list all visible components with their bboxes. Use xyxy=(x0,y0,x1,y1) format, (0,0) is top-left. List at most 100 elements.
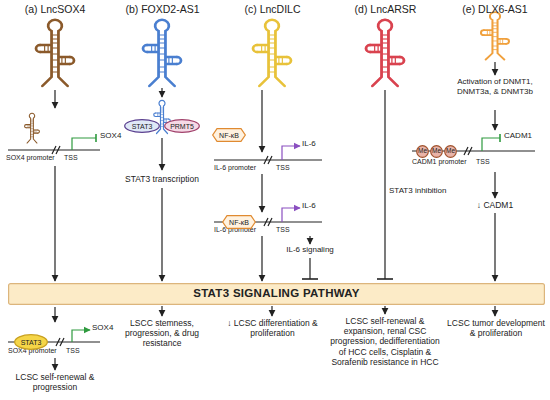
annotation: SOX4 promoter xyxy=(6,154,66,162)
node-text: STAT3 SIGNALING PATHWAY xyxy=(193,288,360,300)
annotation: CADM1 xyxy=(504,131,544,141)
arrow xyxy=(161,138,162,170)
break-mark xyxy=(264,218,272,226)
arrow xyxy=(54,307,55,322)
annotation: SOX4 xyxy=(92,323,122,333)
node-text: Me xyxy=(418,148,427,155)
annotation: TSS xyxy=(276,226,298,234)
protein-blob-shape xyxy=(15,335,48,350)
tss-bent-arrow xyxy=(282,208,300,222)
break-mark xyxy=(56,338,64,346)
lncrna-structure xyxy=(366,20,404,86)
panel-title: (c) LncDILC xyxy=(220,3,325,16)
inhibition-bar xyxy=(377,278,393,280)
inhibition-line xyxy=(309,258,310,279)
methyl-circle: Me xyxy=(430,145,443,158)
arrow xyxy=(161,188,162,281)
arrow xyxy=(494,172,495,198)
methyl-circle: Me xyxy=(444,145,457,158)
protein-oval: PRMT5 xyxy=(164,119,200,133)
arrow xyxy=(271,306,272,316)
arrow xyxy=(54,358,55,370)
lncrna-structure xyxy=(481,12,509,60)
arrow xyxy=(161,306,162,316)
annotation: TSS xyxy=(276,164,298,172)
annotation: STAT3 inhibition xyxy=(389,186,461,196)
panel-title: (e) DLX6-AS1 xyxy=(445,3,545,16)
tss-bent-arrow xyxy=(282,146,300,160)
annotation: TSS xyxy=(66,347,88,355)
methyl-circle-shape xyxy=(431,146,443,158)
node-text: STAT3 xyxy=(21,339,42,346)
outcome-text: LCSC tumor development & proliferation xyxy=(447,318,545,338)
panel-a-art xyxy=(8,20,100,370)
break-mark xyxy=(464,147,472,155)
inhibition-line xyxy=(384,90,385,279)
arrow xyxy=(261,236,262,281)
lncrna-structure xyxy=(25,113,40,143)
protein-oval: STAT3 xyxy=(124,119,160,133)
panel-title: (d) LncARSR xyxy=(333,3,438,16)
outcome-text: LCSC self-renewal & progression xyxy=(3,372,107,392)
annotation: ↓ CADM1 xyxy=(470,200,520,210)
transcription-factor-hexagon: NF-κB xyxy=(222,215,256,229)
annotation: IL-6 signaling xyxy=(278,245,342,255)
annotation: STAT3 transcription xyxy=(112,174,212,184)
methyl-circle: Me xyxy=(416,145,429,158)
transcription-factor-hexagon-shape xyxy=(213,129,246,142)
annotation: IL-6 xyxy=(302,201,327,211)
node-text: Me xyxy=(432,148,441,155)
transcription-factor-hexagon: NF-κB xyxy=(212,128,246,142)
panel-d-art xyxy=(366,20,404,314)
lncrna-structure xyxy=(253,20,291,86)
outcome-text: LCSC self-renewal & expansion, renal CSC… xyxy=(326,316,444,367)
tss-bent-arrow xyxy=(72,330,90,342)
arrow xyxy=(494,213,495,281)
arrow xyxy=(384,306,385,314)
inhibition-bar xyxy=(302,278,318,280)
tss-bent-line xyxy=(72,138,96,150)
node-text: NF-κB xyxy=(229,219,249,226)
transcription-factor-hexagon-shape xyxy=(223,216,256,229)
panel-c-art xyxy=(214,20,322,316)
outcome-text: ↓ LCSC differentiation & proliferation xyxy=(225,318,320,338)
node-text: NF-κB xyxy=(219,132,239,139)
outcome-text: LSCC stemness, progression, & drug resis… xyxy=(112,318,212,349)
arrow xyxy=(494,110,495,130)
annotation: IL-6 promoter xyxy=(214,164,274,172)
methyl-circle-shape xyxy=(445,146,457,158)
annotation: CADM1 promoter xyxy=(412,158,478,166)
node-text: PRMT5 xyxy=(170,123,194,130)
protein-oval-shape xyxy=(165,120,200,133)
arrow xyxy=(494,62,495,75)
pathway-band: STAT3 SIGNALING PATHWAY xyxy=(8,283,545,305)
panel-b-art xyxy=(143,20,181,316)
lncrna-glow xyxy=(366,20,404,86)
arrow xyxy=(261,90,262,152)
protein-oval-shape xyxy=(125,120,160,133)
arrow xyxy=(494,306,495,316)
arrow xyxy=(261,174,262,212)
promoter-line xyxy=(214,159,322,160)
lncrna-structure xyxy=(36,20,74,86)
panel-title: (a) LncSOX4 xyxy=(5,3,105,16)
tss-bent-line xyxy=(482,138,500,151)
arrow xyxy=(309,236,310,244)
pathway-band-shape xyxy=(9,284,545,305)
inhibition-bar xyxy=(95,134,97,142)
panel-e-art xyxy=(412,12,535,316)
annotation: TSS xyxy=(64,154,84,162)
annotation: IL-6 xyxy=(302,139,327,149)
arrow xyxy=(54,90,55,108)
break-mark xyxy=(264,156,272,164)
annotation: SOX4 xyxy=(100,131,130,141)
arrow xyxy=(161,88,162,97)
node-text: STAT3 xyxy=(132,123,153,130)
break-mark xyxy=(52,146,60,154)
protein-blob: STAT3 xyxy=(14,334,48,350)
panel-title: (b) FOXD2-AS1 xyxy=(110,3,215,16)
annotation: TSS xyxy=(476,158,498,166)
node-text: Me xyxy=(446,148,455,155)
